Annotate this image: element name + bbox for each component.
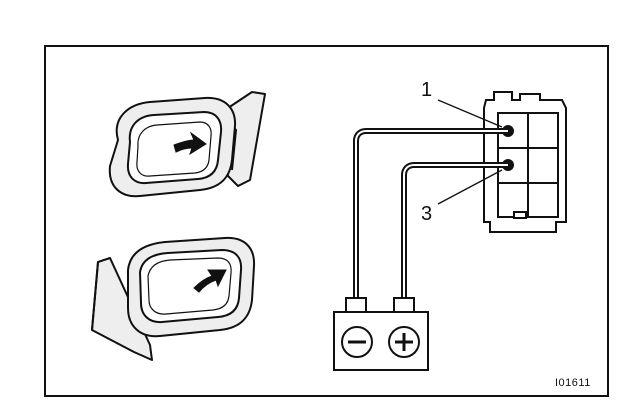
arrow-up-right-icon xyxy=(193,269,227,293)
mirror-lower xyxy=(91,236,256,361)
plus-icon xyxy=(388,326,420,358)
terminal-label-3: 3 xyxy=(421,203,433,225)
terminal-label-1: 1 xyxy=(421,79,433,101)
arrow-right-icon xyxy=(173,131,207,156)
leader-line-1 xyxy=(437,99,503,128)
leader-line-3 xyxy=(437,169,503,205)
mirror-upper xyxy=(108,91,266,198)
diagram-frame xyxy=(44,45,609,397)
wire-positive-inner xyxy=(403,164,508,300)
minus-icon xyxy=(341,326,373,358)
figure-code: I01611 xyxy=(555,377,591,389)
wire-negative-inner xyxy=(355,130,508,300)
